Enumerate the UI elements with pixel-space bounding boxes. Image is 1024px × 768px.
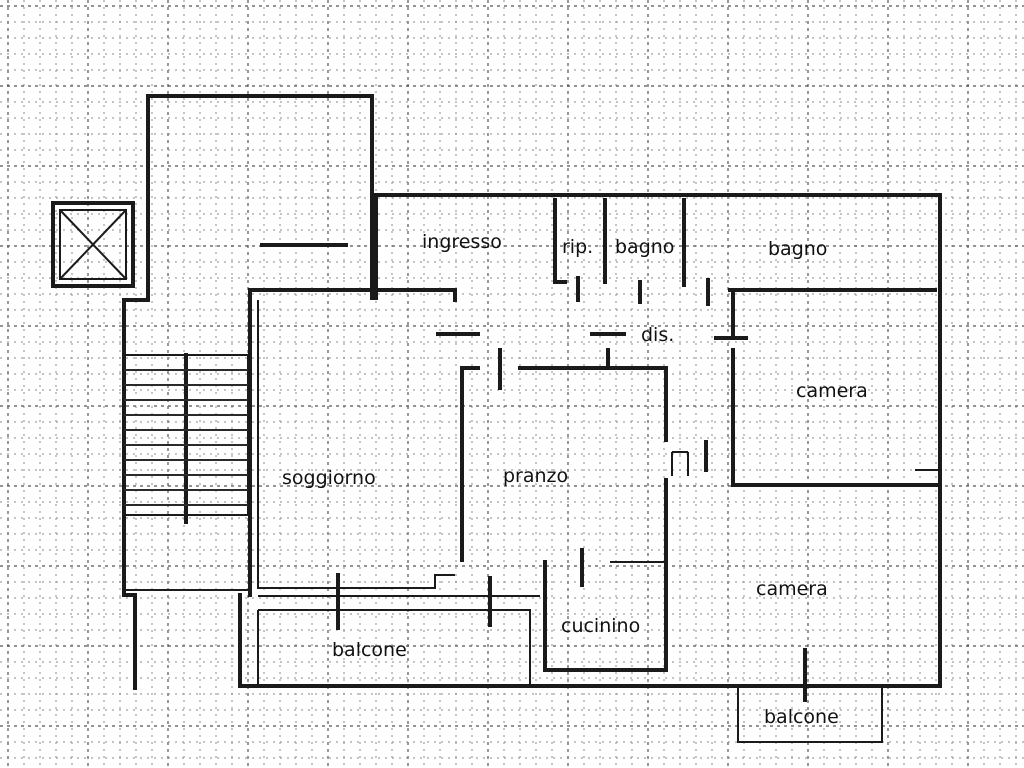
room-label-soggiorno: soggiorno xyxy=(282,467,376,489)
room-label-ripostiglio: rip. xyxy=(562,236,593,258)
room-label-disimpegno: dis. xyxy=(641,324,674,346)
room-label-balcone-left: balcone xyxy=(332,639,407,661)
room-label-bagno-large: bagno xyxy=(768,238,827,260)
room-label-camera-top: camera xyxy=(796,380,868,402)
staircase-icon xyxy=(123,353,249,524)
room-label-camera-bottom: camera xyxy=(756,578,828,600)
room-label-bagno-small: bagno xyxy=(615,236,674,258)
room-labels: ingresso rip. bagno bagno dis. camera so… xyxy=(282,231,868,728)
walls xyxy=(122,94,942,743)
room-label-balcone-right: balcone xyxy=(764,706,839,728)
room-label-pranzo: pranzo xyxy=(503,465,568,487)
room-label-ingresso: ingresso xyxy=(422,231,502,253)
room-label-cucinino: cucinino xyxy=(561,615,640,637)
elevator-shaft-icon xyxy=(51,201,135,288)
